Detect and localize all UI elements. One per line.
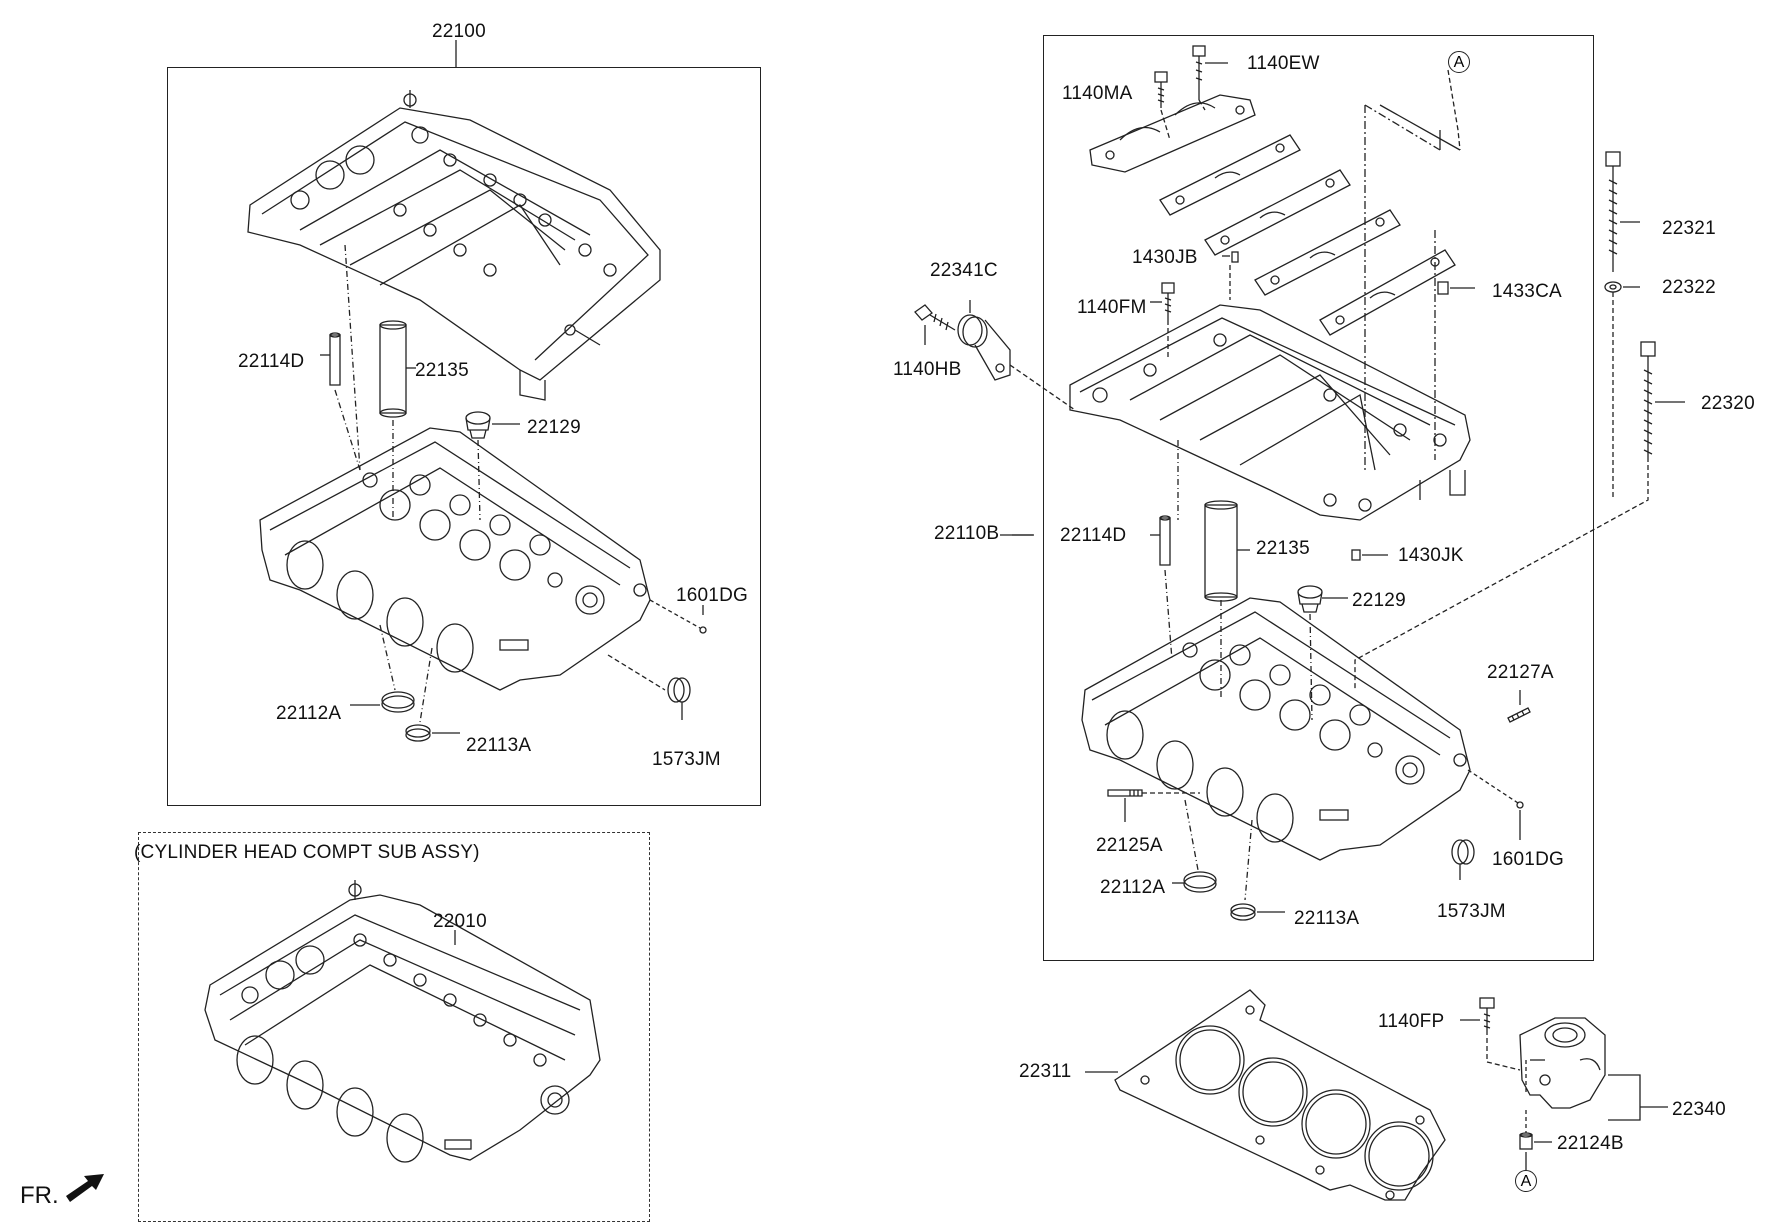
label-1140MA: 1140MA bbox=[1062, 83, 1133, 104]
label-22112A: 22112A bbox=[276, 703, 342, 724]
reference-a-top-badge: A bbox=[1448, 51, 1470, 73]
carrier-assembly-frame bbox=[1043, 35, 1594, 961]
left-seal-22113A bbox=[405, 724, 460, 742]
stud-22125A bbox=[1107, 789, 1200, 822]
housing-22340 bbox=[1519, 1017, 1606, 1109]
camshaft-carrier-22110B bbox=[1069, 304, 1471, 521]
cam-cap-3 bbox=[1204, 169, 1351, 256]
label-22322: 22322 bbox=[1662, 277, 1716, 298]
label-22010: 22010 bbox=[433, 911, 487, 932]
front-arrow-icon bbox=[66, 1174, 104, 1202]
label-22113A-right: 22113A bbox=[1294, 908, 1360, 929]
label-22129-right: 22129 bbox=[1352, 590, 1406, 611]
label-22125A: 22125A bbox=[1096, 835, 1163, 856]
left-tube-22135 bbox=[379, 320, 416, 418]
label-22127A: 22127A bbox=[1487, 662, 1554, 683]
dowel-22114D bbox=[1150, 515, 1171, 566]
bolt-1140MA bbox=[1154, 71, 1168, 108]
bolt-1140HB bbox=[914, 304, 956, 345]
cylinder-head-illustration bbox=[1081, 597, 1471, 861]
bolt-22320 bbox=[1640, 341, 1685, 462]
washer-22322 bbox=[1604, 281, 1640, 293]
pin-1430JB bbox=[1231, 251, 1239, 263]
bolt-22321 bbox=[1605, 151, 1640, 272]
label-22341C: 22341C bbox=[930, 260, 998, 281]
gasket-22341C bbox=[957, 300, 1011, 381]
left-camshaft-carrier-illustration bbox=[247, 90, 661, 401]
label-1140FP: 1140FP bbox=[1378, 1011, 1445, 1032]
tube-22135 bbox=[1204, 500, 1250, 602]
label-22320: 22320 bbox=[1701, 393, 1755, 414]
label-1140EW: 1140EW bbox=[1247, 53, 1320, 74]
sleeve-22124B bbox=[1519, 1132, 1533, 1150]
bolt-1140EW bbox=[1192, 45, 1228, 100]
label-22321: 22321 bbox=[1662, 218, 1716, 239]
label-22100: 22100 bbox=[432, 21, 486, 42]
left-cap-1573JM bbox=[667, 677, 691, 720]
label-1140FM: 1140FM bbox=[1077, 297, 1147, 318]
label-22135: 22135 bbox=[415, 360, 469, 381]
label-1601DG: 1601DG bbox=[676, 585, 748, 606]
cam-cap-1 bbox=[1089, 94, 1256, 173]
label-1430JK: 1430JK bbox=[1398, 545, 1464, 566]
label-22135-right: 22135 bbox=[1256, 538, 1310, 559]
bolt-1140FP bbox=[1460, 997, 1495, 1035]
left-cylinder-head-illustration bbox=[259, 427, 651, 691]
seal-22113A bbox=[1230, 903, 1285, 921]
plug-22129 bbox=[1297, 585, 1348, 613]
pin-1433CA bbox=[1437, 281, 1449, 295]
label-22340: 22340 bbox=[1672, 1099, 1726, 1120]
cam-cap-4 bbox=[1254, 209, 1401, 296]
sub-assy-cylinder-head-illustration bbox=[204, 880, 601, 1163]
left-seal-22112A bbox=[350, 691, 415, 713]
cam-cap-2 bbox=[1159, 134, 1301, 216]
pin-1430JK bbox=[1351, 549, 1361, 561]
stud-22127A bbox=[1507, 690, 1531, 723]
cap-1573JM bbox=[1451, 839, 1475, 880]
sub-assy-frame bbox=[138, 832, 650, 1222]
pin-1601DG bbox=[1516, 801, 1524, 809]
label-22311: 22311 bbox=[1019, 1061, 1072, 1082]
label-1140HB: 1140HB bbox=[893, 359, 962, 380]
reference-a-bottom-badge: A bbox=[1515, 1170, 1537, 1192]
label-22124B: 22124B bbox=[1557, 1133, 1624, 1154]
left-plug-22129 bbox=[465, 411, 520, 439]
front-direction-label: FR. bbox=[20, 1182, 59, 1209]
label-1433CA: 1433CA bbox=[1492, 281, 1562, 302]
seal-22112A bbox=[1172, 871, 1217, 893]
main-assembly-frame bbox=[167, 67, 761, 806]
sub-assy-title: (CYLINDER HEAD COMPT SUB ASSY) bbox=[134, 842, 480, 863]
label-1601DG-right: 1601DG bbox=[1492, 849, 1564, 870]
label-22113A: 22113A bbox=[466, 735, 532, 756]
label-22114D-right: 22114D bbox=[1060, 525, 1127, 546]
label-22129: 22129 bbox=[527, 417, 581, 438]
label-22112A-right: 22112A bbox=[1100, 877, 1166, 898]
head-gasket-22311 bbox=[1114, 989, 1446, 1201]
label-1573JM: 1573JM bbox=[652, 749, 721, 770]
left-dowel-22114D bbox=[320, 332, 341, 386]
label-22114D: 22114D bbox=[238, 351, 305, 372]
bolt-1140FM bbox=[1150, 282, 1175, 320]
label-22110B: 22110B bbox=[934, 523, 1000, 544]
label-1430JB: 1430JB bbox=[1132, 247, 1198, 268]
label-1573JM-right: 1573JM bbox=[1437, 901, 1506, 922]
